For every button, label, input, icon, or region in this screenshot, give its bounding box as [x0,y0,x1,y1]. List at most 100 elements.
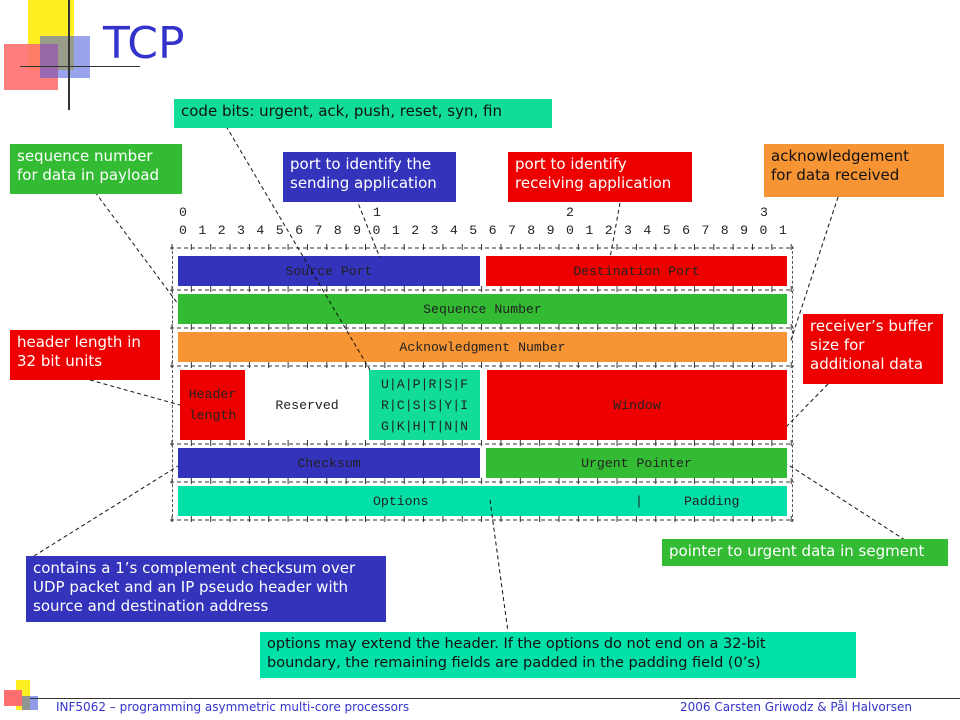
source-port-label: Source Port [285,263,373,279]
note-acknowledgement: acknowledgement for data received [764,144,944,197]
options-padding-field: Options | Padding [178,486,787,516]
leader-options [489,499,509,633]
ruler-row-2 [170,324,794,330]
note-header-length: header length in 32 bit units [10,330,160,380]
code-bits-line1: U|A|P|R|S|F [380,376,469,392]
bit-unit-24: 4 [643,223,652,238]
slide-title: TCP [103,18,185,69]
source-port-field: Source Port [178,256,480,286]
leader-header-length [89,379,181,406]
bit-tens-0: 0 [179,205,187,220]
bit-unit-23: 3 [624,223,632,238]
note-options: options may extend the header. If the op… [260,632,856,678]
bit-unit-30: 0 [759,223,768,238]
window-label: Window [613,397,661,413]
deco-footer-blue [22,696,38,710]
checksum-field: Checksum [178,448,480,478]
bit-unit-17: 7 [507,223,516,238]
checksum-label: Checksum [297,455,361,471]
bit-unit-5: 5 [275,223,284,238]
header-length-field: Header length [180,370,245,440]
note-code-bits: code bits: urgent, ack, push, reset, syn… [174,99,552,128]
reserved-label: Reserved [275,397,339,413]
frame-right [792,246,794,522]
note-source-port: port to identify the sending application [283,152,456,202]
leader-checksum [33,465,179,557]
bit-unit-31: 1 [778,223,787,238]
padding-label: Padding [684,493,740,509]
bit-unit-0: 0 [179,223,187,238]
bit-unit-27: 7 [701,223,710,238]
bit-unit-22: 2 [604,223,613,238]
deco-horizontal-line [20,66,140,67]
ruler-row-3 [170,362,794,368]
bit-unit-28: 8 [720,223,729,238]
code-bits-line3: G|K|H|T|N|N [380,418,469,434]
bit-unit-2: 2 [217,223,226,238]
bit-tens-3: 3 [760,205,768,220]
bit-unit-1: 1 [198,223,207,238]
bit-tens-1: 1 [373,205,381,220]
bit-tens-row: 0 1 2 3 [0,206,960,222]
acknowledgment-number-field: Acknowledgment Number [178,332,787,362]
bit-unit-6: 6 [295,223,304,238]
code-bits-line2: R|C|S|S|Y|I [380,397,469,413]
ruler-row-1 [170,286,794,292]
padding-divider: | [635,493,643,509]
bit-unit-15: 5 [469,223,478,238]
bit-unit-11: 1 [391,223,400,238]
header-length-label-line1: Header [188,387,237,402]
deco-footer-pink [4,690,22,706]
header-length-label-line2: length [188,408,237,423]
leader-acknowledgement [789,196,839,344]
bit-tens-2: 2 [566,205,574,220]
bit-unit-4: 4 [256,223,265,238]
leader-code-bits [225,125,371,371]
bit-unit-18: 8 [527,223,536,238]
bit-unit-20: 0 [566,223,574,238]
note-urgent-pointer: pointer to urgent data in segment [662,539,948,566]
bit-unit-10: 0 [372,223,381,238]
bit-unit-19: 9 [546,223,555,238]
urgent-pointer-field: Urgent Pointer [486,448,787,478]
ruler-row-4 [170,440,794,446]
footer-rule [30,698,960,699]
sequence-number-field: Sequence Number [178,294,787,324]
note-window: receiver’s buffer size for additional da… [803,314,943,384]
ruler-row-5 [170,478,794,484]
leader-sequence [94,191,179,305]
bit-unit-29: 9 [740,223,749,238]
reserved-field: Reserved [251,370,363,440]
bit-unit-7: 7 [314,223,323,238]
bit-unit-26: 6 [682,223,691,238]
sequence-number-label: Sequence Number [423,301,542,317]
note-destination-port: port to identify receiving application [508,152,692,202]
destination-port-label: Destination Port [573,263,700,279]
bit-unit-25: 5 [662,223,671,238]
bit-unit-13: 3 [430,223,439,238]
bit-unit-16: 6 [488,223,497,238]
note-sequence-number: sequence number for data in payload [10,144,182,194]
deco-blue-square [40,36,90,78]
options-label: Options [373,493,429,509]
bit-unit-3: 3 [237,223,245,238]
deco-vertical-line [68,0,70,110]
acknowledgment-number-label: Acknowledgment Number [399,339,566,355]
code-bits-field: U|A|P|R|S|F R|C|S|S|Y|I G|K|H|T|N|N [369,370,480,440]
bit-unit-21: 1 [585,223,594,238]
bit-unit-14: 4 [449,223,458,238]
ruler-row-0 [170,244,794,250]
bit-unit-12: 2 [411,223,420,238]
bit-unit-8: 8 [333,223,342,238]
window-field: Window [487,370,787,440]
leader-destination-port [609,202,621,259]
footer-left: INF5062 – programming asymmetric multi-c… [56,700,410,714]
destination-port-field: Destination Port [486,256,787,286]
leader-urgent [786,463,906,541]
note-checksum: contains a 1’s complement checksum over … [26,556,386,622]
leader-source-port [355,197,381,259]
urgent-pointer-label: Urgent Pointer [581,455,692,471]
leader-window [786,383,829,427]
